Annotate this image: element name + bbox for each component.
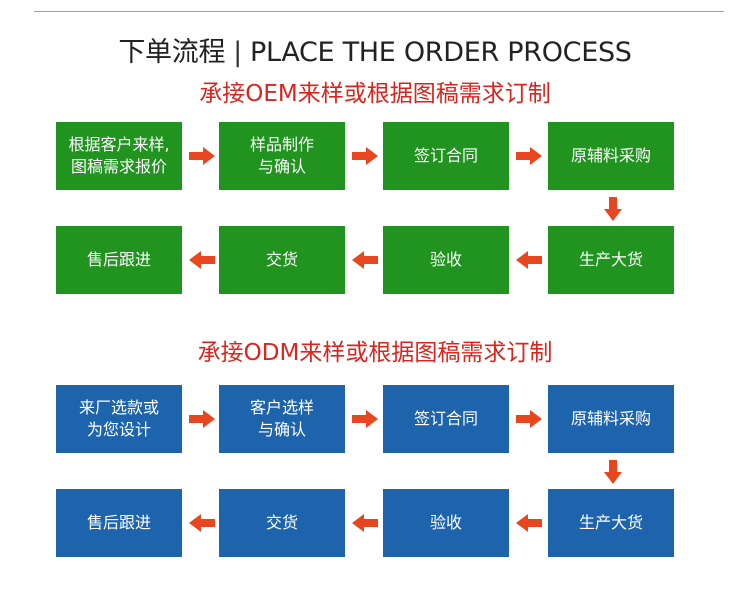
oem-step-delivery: 交货	[219, 226, 345, 294]
title-separator: |	[233, 37, 242, 68]
top-divider	[34, 11, 724, 12]
page-title-en: PLACE THE ORDER PROCESS	[249, 37, 632, 68]
arrow-right-icon	[352, 147, 378, 165]
arrow-left-icon	[516, 514, 542, 532]
oem-step-contract: 签订合同	[383, 122, 509, 190]
odm-step-inspection: 验收	[383, 489, 509, 557]
oem-step-quote: 根据客户来样, 图稿需求报价	[56, 122, 182, 190]
odm-step-delivery: 交货	[219, 489, 345, 557]
arrow-down-icon	[604, 460, 622, 484]
arrow-left-icon	[352, 251, 378, 269]
odm-step-contract: 签订合同	[383, 385, 509, 453]
odm-step-design: 来厂选款或 为您设计	[56, 385, 182, 453]
oem-step-inspection: 验收	[383, 226, 509, 294]
odm-section-title: 承接ODM来样或根据图稿需求订制	[197, 340, 553, 366]
arrow-left-icon	[189, 251, 215, 269]
arrow-right-icon	[189, 147, 215, 165]
oem-section-title: 承接OEM来样或根据图稿需求订制	[199, 81, 551, 107]
odm-step-purchase: 原辅料采购	[548, 385, 674, 453]
odm-step-sample: 客户选样 与确认	[219, 385, 345, 453]
arrow-down-icon	[604, 197, 622, 221]
page-title: 下单流程|PLACE THE ORDER PROCESS	[0, 30, 750, 69]
arrow-left-icon	[516, 251, 542, 269]
odm-step-production: 生产大货	[548, 489, 674, 557]
odm-step-aftersales: 售后跟进	[56, 489, 182, 557]
oem-step-purchase: 原辅料采购	[548, 122, 674, 190]
oem-step-production: 生产大货	[548, 226, 674, 294]
page-title-cn: 下单流程	[118, 37, 226, 68]
arrow-right-icon	[352, 410, 378, 428]
oem-step-sample: 样品制作 与确认	[219, 122, 345, 190]
arrow-left-icon	[352, 514, 378, 532]
arrow-right-icon	[516, 147, 542, 165]
arrow-right-icon	[516, 410, 542, 428]
arrow-right-icon	[189, 410, 215, 428]
arrow-left-icon	[189, 514, 215, 532]
oem-step-aftersales: 售后跟进	[56, 226, 182, 294]
